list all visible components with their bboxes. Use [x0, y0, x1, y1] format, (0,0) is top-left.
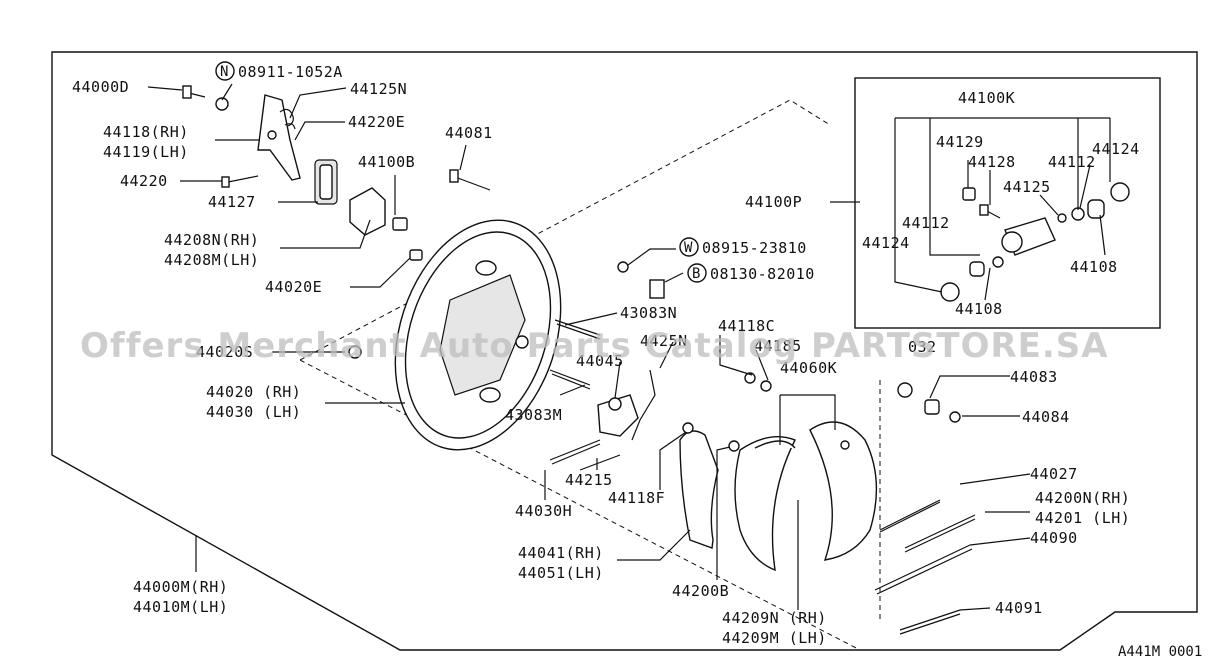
bolts-drawing — [182, 85, 665, 359]
label-44091: 44091 — [995, 599, 1043, 617]
label-44100B: 44100B — [358, 153, 415, 171]
springs-drawing — [549, 319, 976, 635]
label-44209M-lh: 44209M (LH) — [722, 629, 827, 647]
label-44118C: 44118C — [718, 317, 775, 335]
label-n-mark: N — [220, 64, 228, 80]
label-44020S: 44020S — [196, 343, 253, 361]
label-44124-left: 44124 — [862, 234, 910, 252]
label-44020E: 44020E — [265, 278, 322, 296]
label-44220: 44220 — [120, 172, 168, 190]
label-44119-lh: 44119(LH) — [103, 143, 189, 161]
label-44118-rh: 44118(RH) — [103, 123, 189, 141]
label-44208N-rh: 44208N(RH) — [164, 231, 259, 249]
label-4425N: 4425N — [640, 332, 688, 350]
label-44000M-rh: 44000M(RH) — [133, 578, 228, 596]
label-44124-top: 44124 — [1092, 140, 1140, 158]
label-44030-lh: 44030 (LH) — [206, 403, 301, 421]
label-44020-rh: 44020 (RH) — [206, 383, 301, 401]
leader-lines — [147, 83, 1111, 611]
small-clips-drawing — [682, 372, 961, 452]
label-44090: 44090 — [1030, 529, 1078, 547]
label-b-mark: B — [692, 266, 700, 282]
parking-lever-drawing — [257, 94, 301, 181]
label-08915-23810: 08915-23810 — [702, 239, 807, 257]
label-44084: 44084 — [1022, 408, 1070, 426]
label-44041-rh: 44041(RH) — [518, 544, 604, 562]
adjuster-lever-drawing — [597, 369, 656, 441]
watermark-text: Offers Merchant Auto Parts Catalog PARTS… — [80, 326, 1109, 366]
label-44200N-rh: 44200N(RH) — [1035, 489, 1130, 507]
b-mark-circle — [687, 263, 707, 283]
label-44112-top: 44112 — [1048, 153, 1096, 171]
wheel-cylinder-parts-drawing — [940, 182, 1130, 302]
label-44127: 44127 — [208, 193, 256, 211]
assembly-frame — [51, 51, 1198, 651]
wheel-cylinder-inset-box — [854, 77, 1161, 329]
label-08911-1052A: 08911-1052A — [238, 63, 343, 81]
label-44185: 44185 — [754, 337, 802, 355]
label-44108-right: 44108 — [1070, 258, 1118, 276]
label-43083M: 43083M — [505, 406, 562, 424]
label-44208M-lh: 44208M(LH) — [164, 251, 259, 269]
brake-shoes-drawing — [679, 421, 878, 572]
label-44100K: 44100K — [958, 89, 1015, 107]
label-44125N: 44125N — [350, 80, 407, 98]
label-44112-left: 44112 — [902, 214, 950, 232]
label-44010M-lh: 44010M(LH) — [133, 598, 228, 616]
label-44045: 44045 — [576, 352, 624, 370]
label-44108-bottom: 44108 — [955, 300, 1003, 318]
label-43083N: 43083N — [620, 304, 677, 322]
n-mark-circle — [215, 61, 235, 81]
label-w-mark: W — [684, 240, 693, 256]
label-44100P: 44100P — [745, 193, 802, 211]
label-44125: 44125 — [1003, 178, 1051, 196]
label-08130-82010: 08130-82010 — [710, 265, 815, 283]
label-44000D: 44000D — [72, 78, 129, 96]
label-44060K: 44060K — [780, 359, 837, 377]
figure-code: A441M 0001 — [1118, 644, 1202, 660]
label-44118F: 44118F — [608, 489, 665, 507]
adjuster-bracket-drawing — [314, 159, 423, 261]
label-44032: 032 — [908, 338, 937, 356]
backing-plate-drawing — [394, 219, 562, 451]
label-44030H: 44030H — [515, 502, 572, 520]
label-44209N-rh: 44209N (RH) — [722, 609, 827, 627]
label-44128: 44128 — [968, 153, 1016, 171]
part-labels: 44000D N 08911-1052A 44125N 44118(RH) 44… — [72, 61, 1202, 660]
label-44027: 44027 — [1030, 465, 1078, 483]
label-44051-lh: 44051(LH) — [518, 564, 604, 582]
label-44220E: 44220E — [348, 113, 405, 131]
label-44201-lh: 44201 (LH) — [1035, 509, 1130, 527]
label-44200B: 44200B — [672, 582, 729, 600]
label-44081: 44081 — [445, 124, 493, 142]
label-44215: 44215 — [565, 471, 613, 489]
label-44129: 44129 — [936, 133, 984, 151]
w-mark-circle — [679, 237, 699, 257]
label-44083: 44083 — [1010, 368, 1058, 386]
